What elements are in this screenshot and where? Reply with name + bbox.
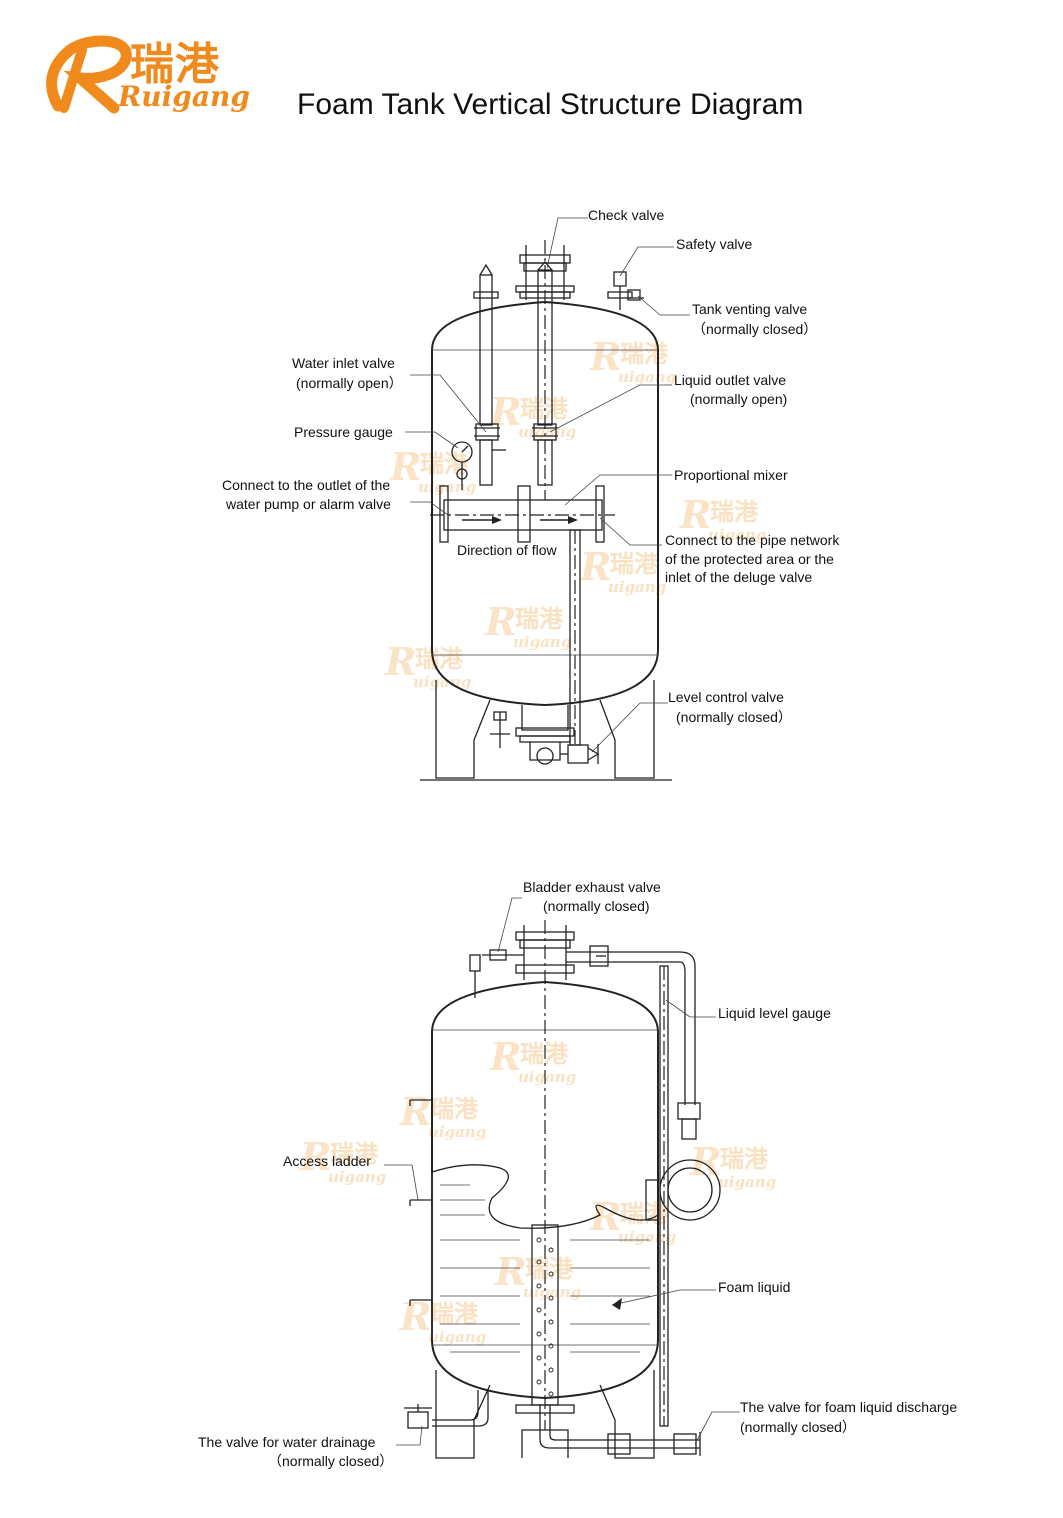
logo-english-text: Ruigang <box>118 80 250 113</box>
top-tank-diagram: Check valve Safety valve Tank venting va… <box>222 207 840 781</box>
watermark-cn: 瑞港 <box>610 550 659 578</box>
water-drainage-pipe <box>432 1390 479 1421</box>
watermark-cn: 瑞港 <box>710 498 759 526</box>
bottom-tank-left-leg <box>435 1370 491 1459</box>
watermark-initial: R <box>299 1134 332 1179</box>
watermark-initial: R <box>484 599 517 644</box>
watermark-en: uigang <box>708 526 766 544</box>
watermark-en: uigang <box>328 1168 386 1186</box>
top-tank-right-leg <box>599 680 655 779</box>
foam-discharge-valve-symbol <box>673 1433 697 1455</box>
level-control-valve-symbol <box>567 744 589 764</box>
label-bladder-exhaust-valve-state: (normally closed) <box>543 898 650 914</box>
liquid-hatching <box>440 1184 650 1353</box>
watermark-en: uigang <box>518 423 576 441</box>
watermark-initial: R <box>384 639 417 684</box>
label-proportional-mixer: Proportional mixer <box>674 467 788 483</box>
watermark-en: uigang <box>428 1123 486 1141</box>
safety-valve-symbol <box>613 271 627 287</box>
perforations <box>536 1237 554 1397</box>
watermark-initial: R <box>399 1294 432 1339</box>
label-liquid-outlet-valve: Liquid outlet valve <box>674 372 786 388</box>
watermark-en: uigang <box>608 578 666 596</box>
bottom-tank-shell <box>431 980 659 1400</box>
label-level-control-valve-state: (normally closed） <box>676 709 792 725</box>
label-access-ladder: Access ladder <box>283 1153 371 1169</box>
ruigang-logo: 瑞港 Ruigang <box>18 28 250 118</box>
watermark-cn: 瑞港 <box>330 1140 379 1168</box>
bottom-labels: Bladder exhaust valve (normally closed) … <box>198 879 957 1469</box>
watermark-cn: 瑞港 <box>720 1145 769 1173</box>
watermark-en: uigang <box>618 368 676 386</box>
watermark-en: uigang <box>418 478 476 496</box>
liquid-level-gauge-pipe <box>566 951 696 1105</box>
watermark-initial: R <box>589 1194 622 1239</box>
watermark-initial: R <box>489 389 522 434</box>
watermark-cn: 瑞港 <box>430 1095 479 1123</box>
watermark-cn: 瑞港 <box>620 1200 669 1228</box>
foam-liquid-surface <box>431 1164 659 1229</box>
watermark-en: uigang <box>518 1068 576 1086</box>
watermark-cn: 瑞港 <box>620 340 669 368</box>
label-tank-venting-valve-state: （normally closed） <box>692 321 817 337</box>
label-check-valve: Check valve <box>588 207 664 223</box>
top-tank-left-leg <box>435 680 491 779</box>
foam-discharge-pipe <box>539 1405 700 1449</box>
manhole <box>659 1159 721 1221</box>
logo-r-mark <box>46 35 132 114</box>
watermark-initial: R <box>679 492 712 537</box>
label-pressure-gauge: Pressure gauge <box>294 424 393 440</box>
logo-chinese-text: 瑞港 <box>130 39 220 90</box>
label-water-inlet-valve: Water inlet valve <box>292 355 395 371</box>
watermark-initial: R <box>589 334 622 379</box>
label-foam-discharge-valve-state: (normally closed） <box>740 1419 856 1435</box>
watermark-en: uigang <box>513 633 571 651</box>
top-leader-lines <box>405 217 690 753</box>
venting-valve-symbol <box>627 289 641 301</box>
label-connect-network-2: of the protected area or the <box>665 551 834 567</box>
bottom-leader-lines <box>384 897 740 1446</box>
watermark-cn: 瑞港 <box>420 450 469 478</box>
page-title: Foam Tank Vertical Structure Diagram <box>297 88 804 121</box>
top-left-pipe <box>479 274 493 426</box>
watermark-cn: 瑞港 <box>415 645 464 673</box>
label-liquid-level-gauge: Liquid level gauge <box>718 1005 831 1021</box>
watermark-initial: R <box>579 544 612 589</box>
label-safety-valve: Safety valve <box>676 236 752 252</box>
water-drainage-valve-symbol <box>407 1411 429 1429</box>
label-water-drainage-valve: The valve for water drainage <box>198 1434 376 1450</box>
label-connect-network-3: inlet of the deluge valve <box>665 569 812 585</box>
bottom-tank-right-leg <box>599 1370 655 1459</box>
label-foam-liquid: Foam liquid <box>718 1279 790 1295</box>
watermark-cn: 瑞港 <box>515 605 564 633</box>
label-bladder-exhaust-valve: Bladder exhaust valve <box>523 879 661 895</box>
watermark-cn: 瑞港 <box>430 1300 479 1328</box>
access-ladder <box>409 1099 432 1306</box>
label-connect-network: Connect to the pipe network <box>665 532 840 548</box>
watermark-en: uigang <box>428 1328 486 1346</box>
watermark-cn: 瑞港 <box>525 1255 574 1283</box>
watermark-initial: R <box>494 1249 527 1294</box>
label-connect-outlet: Connect to the outlet of the <box>222 477 390 493</box>
watermark-initial: R <box>399 1089 432 1134</box>
label-foam-discharge-valve: The valve for foam liquid discharge <box>740 1399 957 1415</box>
label-direction-of-flow: Direction of flow <box>457 542 557 558</box>
watermark-initial: R <box>489 1034 522 1079</box>
top-labels: Check valve Safety valve Tank venting va… <box>222 207 840 725</box>
top-bottom-outlet <box>521 705 569 731</box>
watermark-en: uigang <box>718 1173 776 1191</box>
label-water-drainage-valve-state: （normally closed） <box>268 1453 393 1469</box>
label-connect-outlet-2: water pump or alarm valve <box>225 496 391 512</box>
watermark-initial: R <box>389 444 422 489</box>
top-tank-shell <box>431 300 659 707</box>
bottom-tank-diagram: Bladder exhaust valve (normally closed) … <box>198 879 957 1469</box>
label-level-control-valve: Level control valve <box>668 689 784 705</box>
watermark-en: uigang <box>618 1228 676 1246</box>
label-water-inlet-valve-state: (normally open） <box>296 375 403 391</box>
label-liquid-outlet-valve-state: (normally open) <box>690 391 787 407</box>
label-tank-venting-valve: Tank venting valve <box>692 301 807 317</box>
